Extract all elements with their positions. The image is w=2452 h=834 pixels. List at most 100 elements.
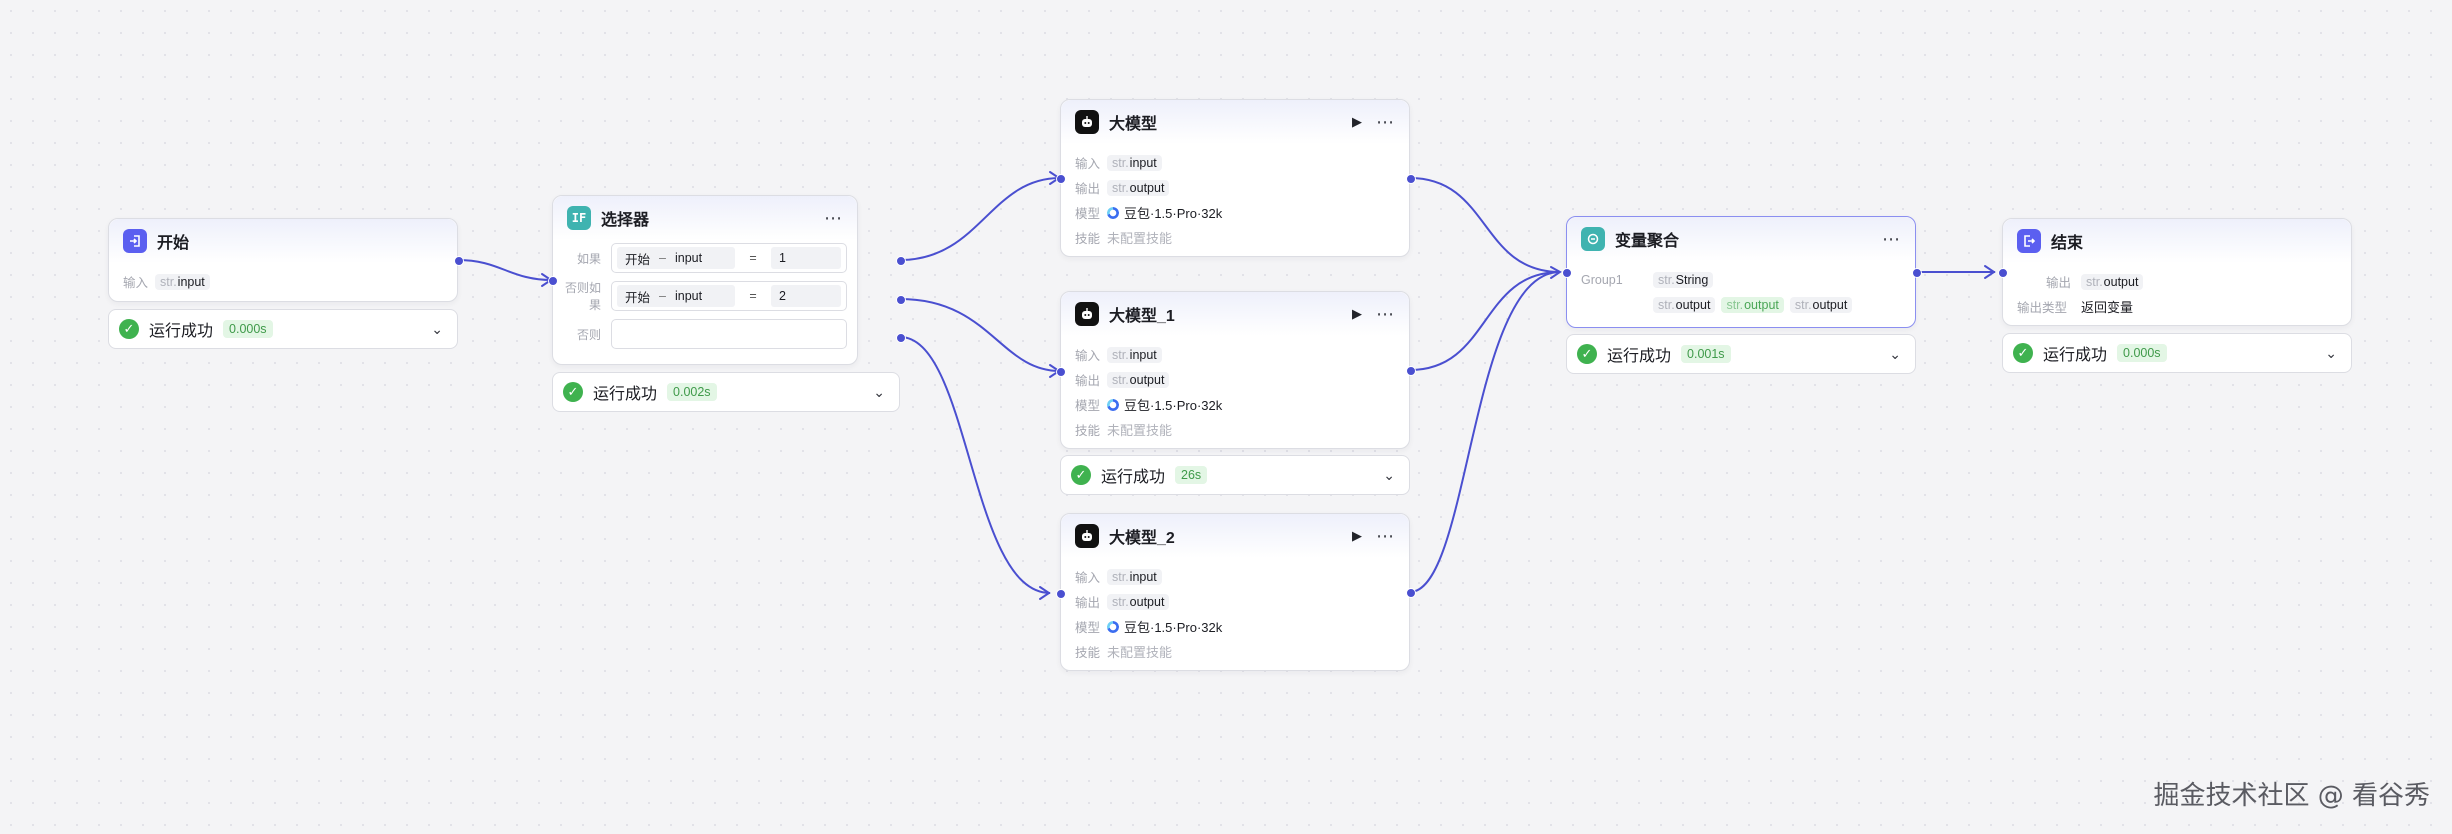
aggregator-node-header: 变量聚合 ⋯: [1567, 217, 1915, 261]
if-icon: IF: [567, 206, 591, 230]
chevron-down-icon[interactable]: ⌄: [2325, 344, 2337, 361]
end-run-status[interactable]: ✓ 运行成功 0.000s ⌄: [2002, 333, 2352, 373]
start-output-port[interactable]: [454, 256, 464, 266]
doubao-model-icon: [1107, 398, 1119, 411]
selector-node-header: IF 选择器 ⋯: [553, 196, 857, 240]
llm-node-title: 大模型: [1109, 116, 1158, 133]
run-status-text: 运行成功: [2043, 347, 2108, 364]
start-node-header: 开始: [109, 219, 457, 263]
condition-variable[interactable]: 开始–input: [617, 285, 735, 307]
llm-input-port[interactable]: [1056, 174, 1066, 184]
selector-node[interactable]: IF 选择器 ⋯ 如果 开始–input = 1 否则如果 开始–input =…: [548, 195, 906, 365]
output-kind-label: 输出类型: [2017, 301, 2068, 315]
llm2-input-port[interactable]: [1056, 589, 1066, 599]
condition-else-box[interactable]: [611, 319, 847, 349]
condition-elseif-box[interactable]: 开始–input = 2: [611, 281, 847, 311]
llm1-input-port[interactable]: [1056, 367, 1066, 377]
aggregator-outputs-row: str.output str.output str.output: [1581, 292, 1901, 317]
condition-variable[interactable]: 开始–input: [617, 247, 735, 269]
more-dots-icon[interactable]: ⋯: [1376, 304, 1395, 324]
check-circle-icon: ✓: [1577, 344, 1597, 364]
output-variable-tag: str.output: [2081, 273, 2144, 290]
selector-input-port[interactable]: [548, 276, 558, 286]
llm-skill-row: 技能未配置技能: [1075, 225, 1395, 250]
chevron-down-icon[interactable]: ⌄: [873, 383, 885, 400]
check-circle-icon: ✓: [2013, 343, 2033, 363]
more-dots-icon[interactable]: ⋯: [1376, 112, 1395, 132]
skill-value: 未配置技能: [1107, 231, 1173, 246]
end-output-row: 输出 str.output: [2017, 269, 2337, 294]
chevron-down-icon[interactable]: ⌄: [1383, 466, 1395, 483]
aggregator-node[interactable]: 变量聚合 ⋯ Group1 str.String str.output str.…: [1562, 216, 1922, 328]
run-status-text: 运行成功: [593, 386, 658, 403]
condition-label: 否则: [576, 327, 601, 342]
llm1-model-row: 模型豆包·1.5·Pro·32k: [1075, 392, 1395, 417]
input-variable-tag: str.input: [155, 273, 210, 290]
selector-run-status[interactable]: ✓ 运行成功 0.002s ⌄: [552, 372, 900, 412]
start-input-row: 输入 str.input: [123, 269, 443, 294]
model-name: 豆包·1.5·Pro·32k: [1124, 206, 1223, 221]
logout-arrow-icon: [2017, 229, 2041, 253]
output-variable-tag: str.output: [1107, 593, 1170, 610]
play-icon[interactable]: ▶: [1352, 306, 1362, 321]
start-node[interactable]: 开始 输入 str.input: [108, 218, 464, 302]
input-variable-tag: str.input: [1107, 346, 1162, 363]
selector-if-port[interactable]: [896, 256, 906, 266]
run-time-badge: 0.000s: [2117, 344, 2167, 362]
aggregator-run-status[interactable]: ✓ 运行成功 0.001s ⌄: [1566, 334, 1916, 374]
run-time-badge: 0.000s: [223, 320, 273, 338]
watermark: 掘金技术社区 @ 看谷秀: [2153, 781, 2430, 811]
edge-elseif-to-llm1: [899, 298, 1061, 372]
chevron-down-icon[interactable]: ⌄: [1889, 345, 1901, 362]
end-node-header: 结束: [2003, 219, 2351, 263]
llm-output-port[interactable]: [1406, 174, 1416, 184]
model-name: 豆包·1.5·Pro·32k: [1124, 620, 1223, 635]
condition-else-row: 否则: [557, 318, 847, 350]
aggregator-group-row: Group1 str.String: [1581, 267, 1901, 292]
llm1-skill-row: 技能未配置技能: [1075, 417, 1395, 442]
selector-else-port[interactable]: [896, 333, 906, 343]
llm1-run-status[interactable]: ✓ 运行成功 26s ⌄: [1060, 455, 1410, 495]
arrow-llm2: [1039, 586, 1051, 600]
condition-if-box[interactable]: 开始–input = 1: [611, 243, 847, 273]
condition-operator[interactable]: =: [749, 289, 757, 303]
edge-else-to-llm2: [899, 336, 1051, 594]
end-node[interactable]: 结束 输出 str.output 输出类型 返回变量: [1998, 218, 2352, 326]
login-arrow-icon: [123, 229, 147, 253]
robot-icon: [1075, 524, 1099, 548]
more-dots-icon[interactable]: ⋯: [824, 208, 843, 228]
end-output-kind-row: 输出类型 返回变量: [2017, 294, 2337, 319]
aggregator-input-port[interactable]: [1562, 268, 1572, 278]
end-node-title: 结束: [2051, 235, 2084, 252]
llm1-output-port[interactable]: [1406, 366, 1416, 376]
group-type-tag: str.String: [1653, 271, 1714, 288]
edge-if-to-llm: [899, 177, 1061, 261]
condition-if-row: 如果 开始–input = 1: [557, 242, 847, 274]
output-variable-tag: str.output: [1107, 371, 1170, 388]
condition-value[interactable]: 1: [771, 247, 841, 269]
aggregator-output-port[interactable]: [1912, 268, 1922, 278]
end-input-port[interactable]: [1998, 268, 2008, 278]
more-dots-icon[interactable]: ⋯: [1882, 229, 1901, 249]
chevron-down-icon[interactable]: ⌄: [431, 320, 443, 337]
play-icon[interactable]: ▶: [1352, 114, 1362, 129]
doubao-model-icon: [1107, 206, 1119, 219]
run-status-text: 运行成功: [1101, 469, 1166, 486]
condition-value[interactable]: 2: [771, 285, 841, 307]
input-variable-tag: str.input: [1107, 568, 1162, 585]
selector-elseif-port[interactable]: [896, 295, 906, 305]
start-node-title: 开始: [157, 235, 190, 252]
llm2-output-port[interactable]: [1406, 588, 1416, 598]
output-kind-value: 返回变量: [2081, 300, 2134, 315]
play-icon[interactable]: ▶: [1352, 528, 1362, 543]
start-run-status[interactable]: ✓ 运行成功 0.000s ⌄: [108, 309, 458, 349]
condition-operator[interactable]: =: [749, 251, 757, 265]
run-time-badge: 26s: [1175, 466, 1208, 484]
more-dots-icon[interactable]: ⋯: [1376, 526, 1395, 546]
edge-llm1-to-agg: [1409, 271, 1561, 371]
condition-label: 否则如果: [564, 281, 601, 312]
